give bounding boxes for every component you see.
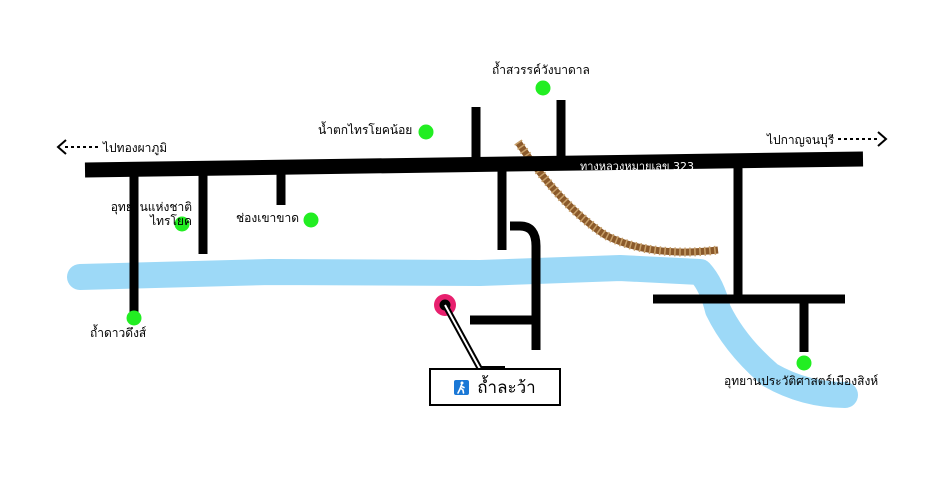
label-khao-khat: ช่องเขาขาด <box>236 211 299 225</box>
railway <box>515 140 719 256</box>
arrow-west-head <box>56 139 67 155</box>
highway-323 <box>84 151 864 178</box>
poi-cave-sawan <box>535 80 551 96</box>
label-national-park: อุทยานแห่งชาติ ไทรโยค <box>108 200 192 229</box>
label-cave-sawan: ถ้ำสวรรค์วังบาดาล <box>492 63 590 77</box>
highway-label: ทางหลวงหมายเลข 323 <box>580 160 694 173</box>
direction-east-label: ไปกาญจนบุรี <box>767 133 835 147</box>
destination-label: ถ้ำละว้า <box>477 377 536 398</box>
road-lawa-2 <box>510 221 541 350</box>
poi-national-park <box>174 216 190 232</box>
label-national-park-line1: อุทยานแห่งชาติ <box>110 200 192 214</box>
label-waterfall: น้ำตกไทรโยคน้อย <box>318 123 413 137</box>
poi-khao-khat <box>303 212 319 228</box>
direction-west-label: ไปทองผาภูมิ <box>103 141 168 155</box>
callout-pointer-inner <box>444 304 505 370</box>
arrow-east-head <box>877 131 888 147</box>
destination-callout: ถ้ำละว้า <box>429 368 561 406</box>
poi-historical-park <box>796 355 812 371</box>
poi-waterfall <box>418 124 434 140</box>
poi-cave-daowadueng <box>126 310 142 326</box>
label-national-park-line2: ไทรโยค <box>150 213 192 228</box>
hiker-icon <box>454 379 470 395</box>
label-cave-daowadueng: ถ้ำดาวดึงส์ <box>90 326 147 340</box>
label-historical-park: อุทยานประวัติศาสตร์เมืองสิงห์ <box>724 374 879 388</box>
river <box>67 255 858 408</box>
